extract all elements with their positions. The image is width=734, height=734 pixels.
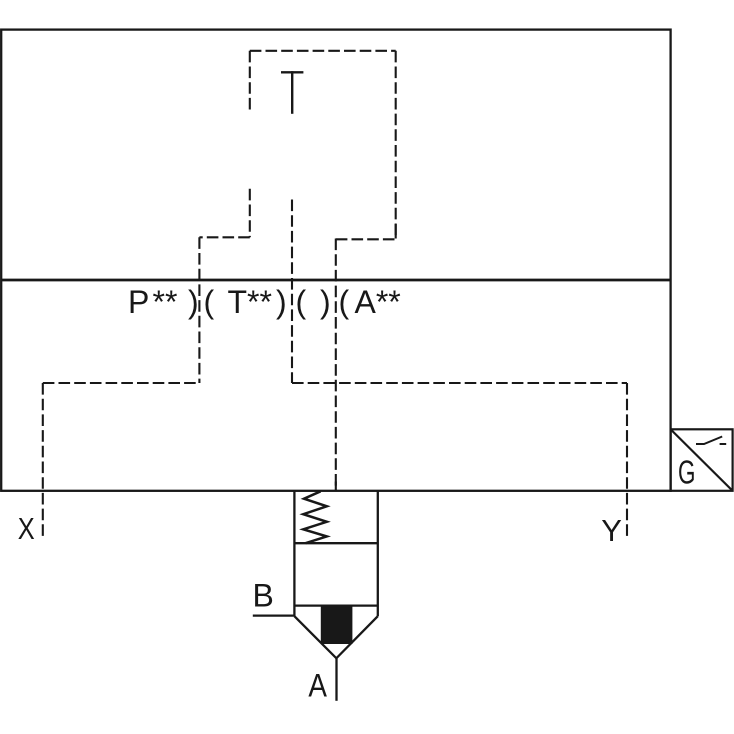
svg-text:): ) bbox=[276, 284, 287, 320]
svg-text:Y: Y bbox=[601, 513, 622, 548]
svg-text:A: A bbox=[308, 669, 327, 704]
svg-text:): ) bbox=[188, 284, 199, 320]
svg-text:B: B bbox=[253, 577, 274, 613]
svg-text:P: P bbox=[128, 284, 149, 320]
svg-text:): ) bbox=[320, 284, 331, 320]
svg-text:**: ** bbox=[153, 284, 178, 320]
svg-text:T**: T** bbox=[228, 284, 272, 320]
svg-text:X: X bbox=[18, 512, 35, 547]
svg-text:(: ( bbox=[339, 284, 350, 320]
svg-text:(: ( bbox=[296, 284, 307, 320]
svg-text:G: G bbox=[678, 453, 695, 490]
svg-text:A**: A** bbox=[355, 284, 401, 320]
svg-text:(: ( bbox=[204, 284, 215, 320]
